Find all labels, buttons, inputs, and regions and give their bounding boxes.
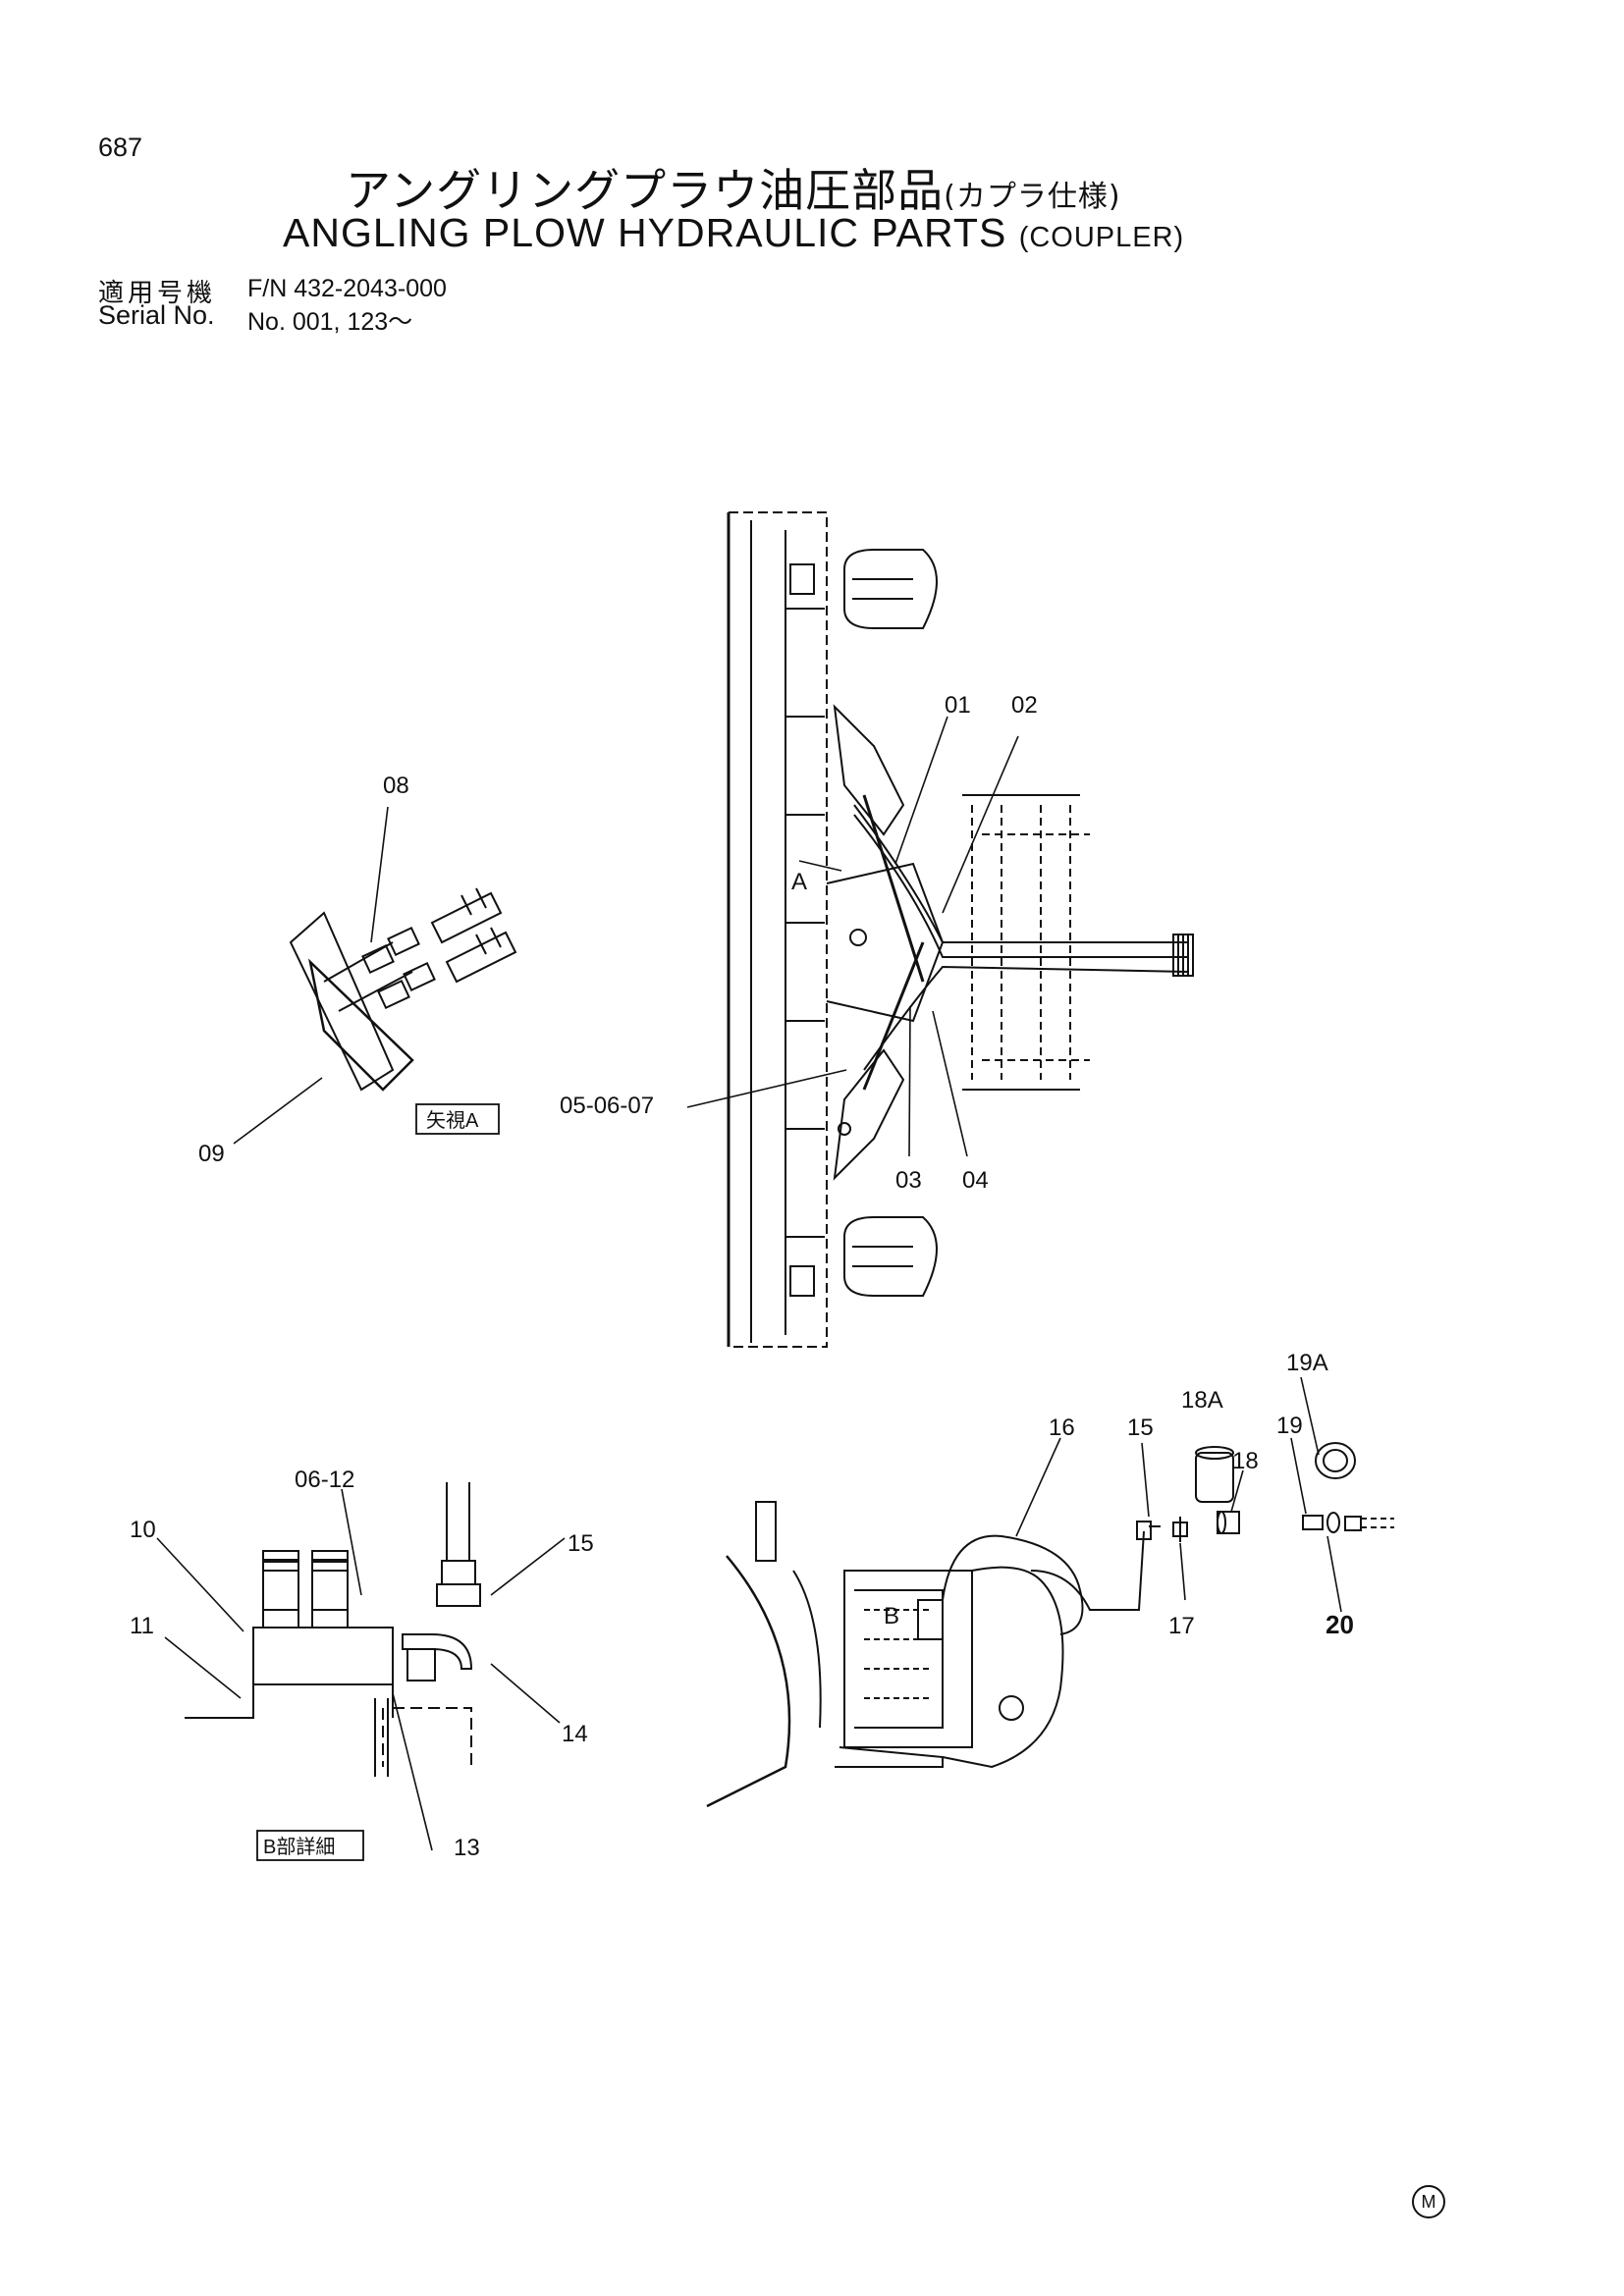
callout-17: 17 (1168, 1613, 1195, 1639)
callout-19: 19 (1276, 1413, 1303, 1439)
detail-b-coupler-block (185, 1482, 481, 1777)
callout-01: 01 (945, 692, 971, 719)
title-jp-main: アングリングプラウ油圧部品 (346, 164, 945, 217)
detail-b-label: B部詳細 (263, 1836, 335, 1858)
callout-09: 09 (198, 1141, 225, 1167)
page-number: 687 (98, 133, 143, 162)
circled-m-mark: M (1412, 2185, 1445, 2218)
callout-20: 20 (1326, 1610, 1354, 1639)
plow-side-view (706, 1442, 1394, 1808)
callout-18a: 18A (1181, 1387, 1223, 1414)
callout-03: 03 (895, 1167, 922, 1194)
page-title-en: ANGLING PLOW HYDRAULIC PARTS (COUPLER) (283, 210, 1184, 256)
callout-04: 04 (962, 1167, 989, 1194)
page-title-jp: アングリングプラウ油圧部品(カプラ仕様) (346, 155, 1121, 220)
callout-11: 11 (130, 1613, 154, 1639)
detail-b-marker: B (884, 1603, 899, 1629)
callout-10: 10 (130, 1517, 156, 1543)
view-a-label-box (415, 1103, 500, 1135)
applicable-machine-label: 適用号機 (98, 279, 217, 308)
title-en-main: ANGLING PLOW HYDRAULIC PARTS (283, 210, 1007, 255)
callout-05-06-07: 05-06-07 (560, 1093, 654, 1119)
serial-number: No. 001, 123～ (247, 308, 413, 336)
callout-15-side: 15 (1127, 1415, 1154, 1441)
callout-02: 02 (1011, 692, 1038, 719)
frame-number: F/N 432-2043-000 (247, 275, 447, 302)
callout-14: 14 (562, 1721, 588, 1747)
callout-13: 13 (454, 1835, 480, 1861)
callout-16: 16 (1049, 1415, 1075, 1441)
leader-lines (156, 716, 1342, 1851)
callout-08: 08 (383, 773, 409, 799)
detail-b-label-box (256, 1830, 364, 1861)
title-en-suffix: (COUPLER) (1018, 222, 1185, 253)
plow-blade-top-view (727, 511, 1194, 1348)
title-jp-suffix: (カプラ仕様) (944, 180, 1121, 214)
callout-15-detail: 15 (568, 1530, 594, 1557)
callout-18: 18 (1232, 1448, 1259, 1474)
callout-19a: 19A (1286, 1350, 1328, 1376)
view-a-label: 矢視A (426, 1109, 479, 1132)
callout-06-12: 06-12 (295, 1467, 354, 1493)
view-a-marker: A (791, 869, 807, 895)
view-a-coupler (289, 887, 517, 1092)
serial-number-label: Serial No. (98, 300, 215, 330)
